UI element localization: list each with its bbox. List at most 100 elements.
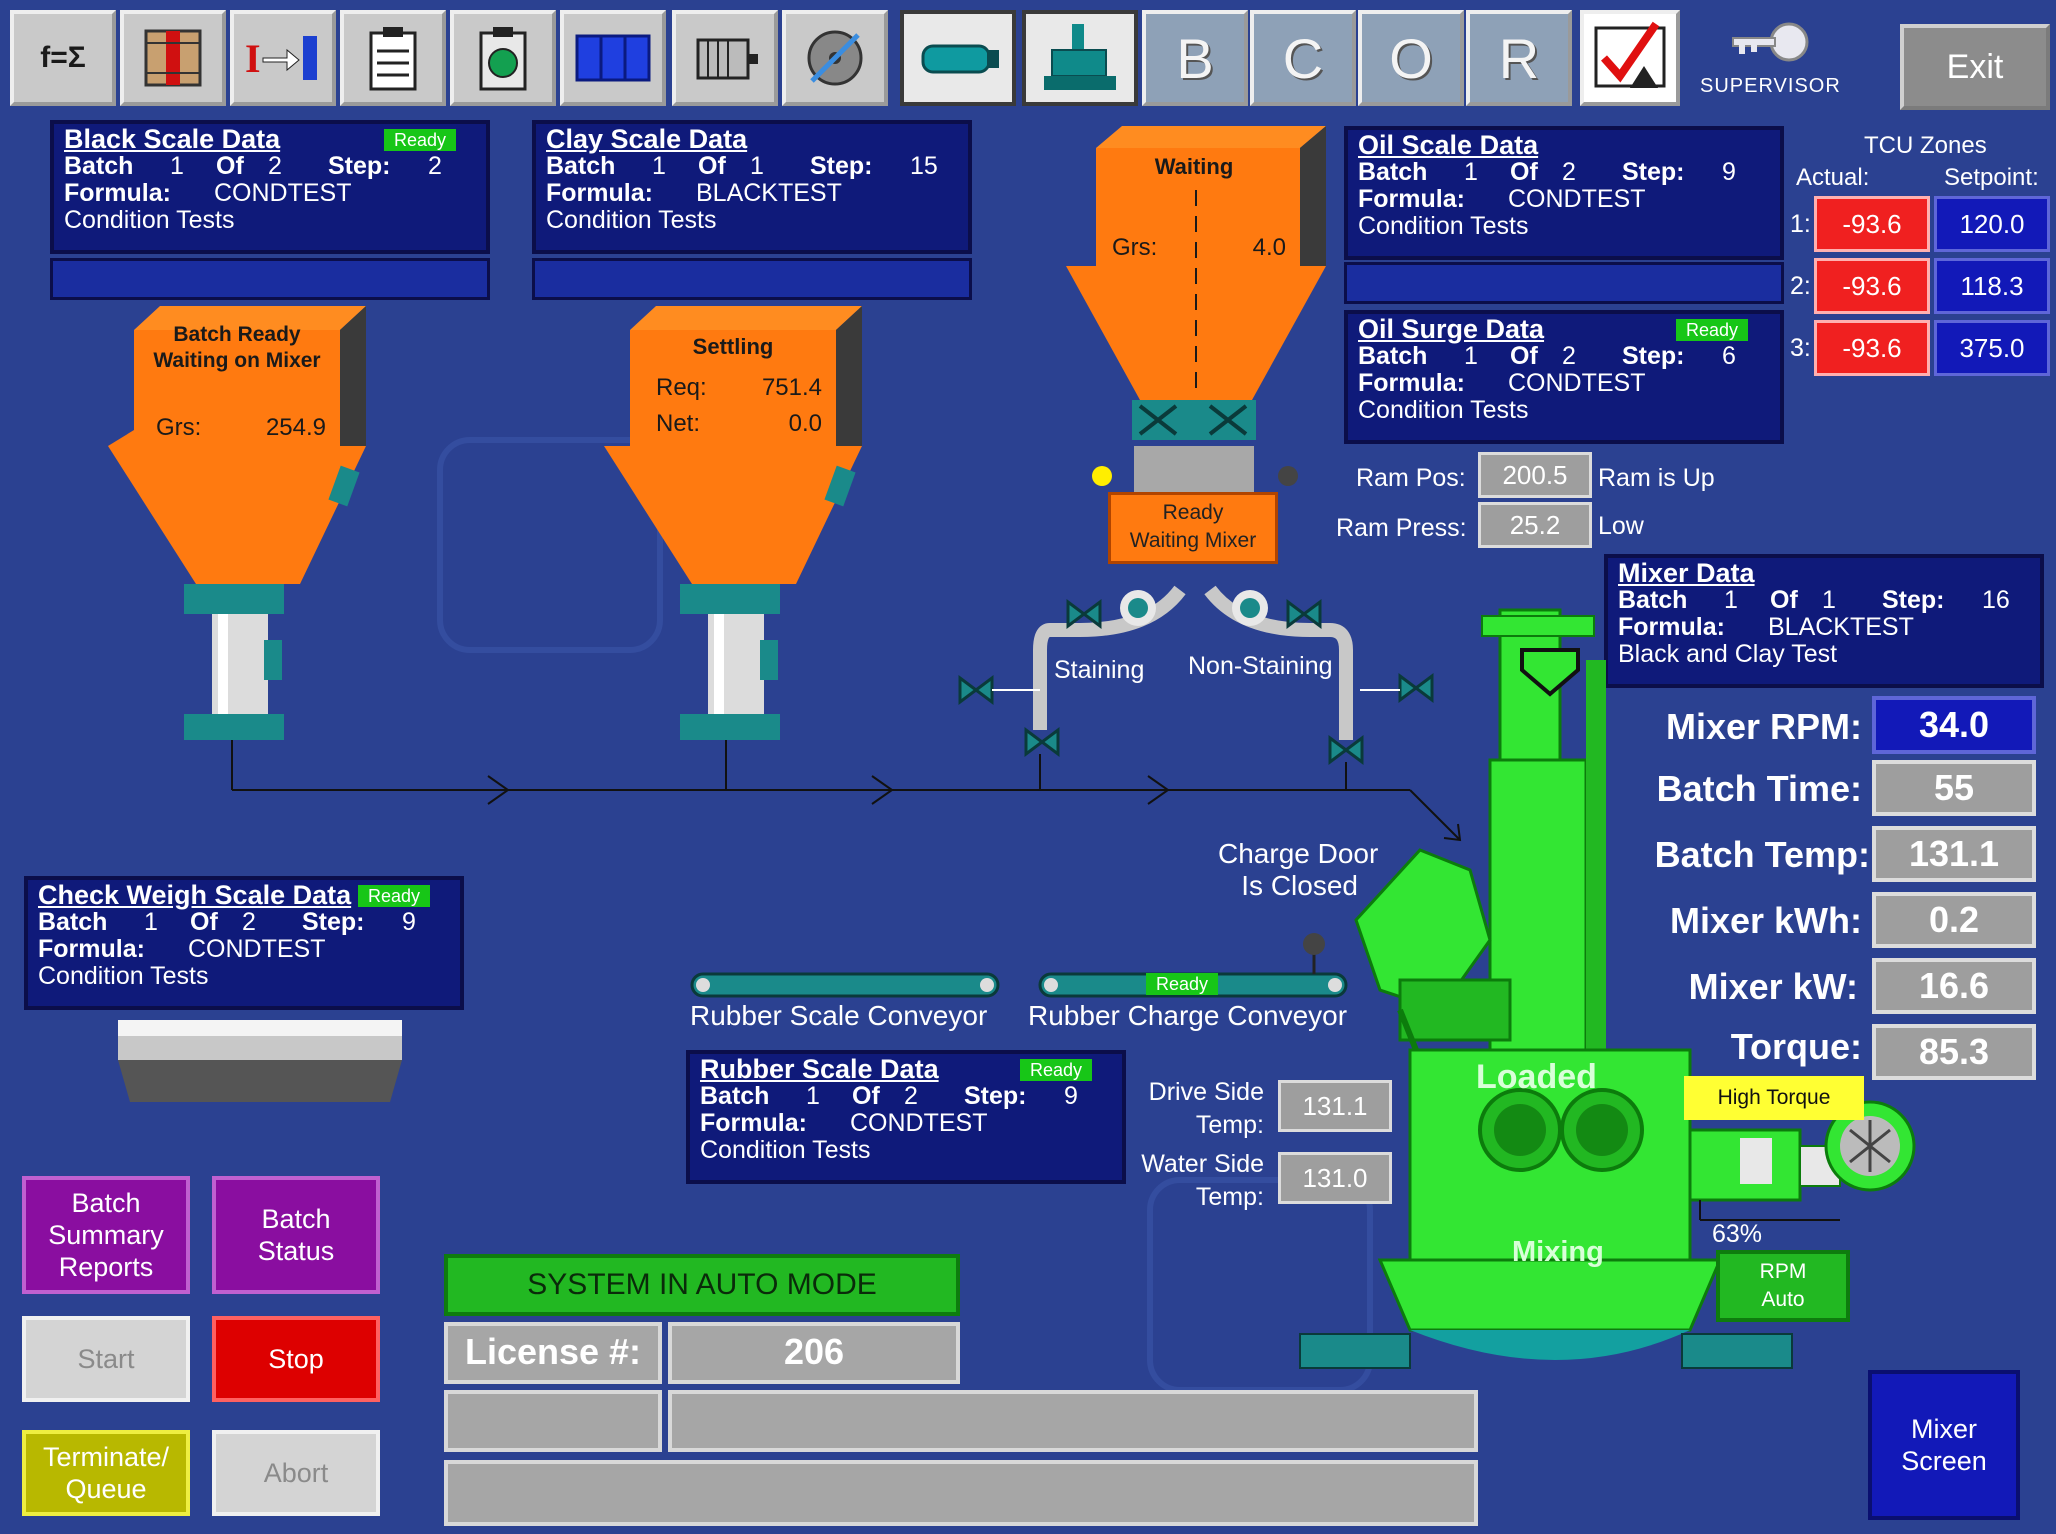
tcu-zone-3-label: 3: <box>1790 334 1811 362</box>
black-hopper-grs-label: Grs: <box>156 414 202 441</box>
panel-title: Black Scale Data <box>64 124 281 154</box>
abort-label: Abort <box>263 1458 329 1488</box>
toolbar-c-button[interactable]: C <box>1250 10 1356 106</box>
tcu-zone-3-setpoint[interactable]: 375.0 <box>1934 320 2050 376</box>
mixer-machine <box>1299 608 1916 1369</box>
formula-value: CONDTEST <box>214 179 352 207</box>
of-label: Of <box>1510 342 1538 370</box>
step-value: 9 <box>402 908 416 936</box>
oil-status-line1: Ready <box>1162 501 1224 524</box>
formula-label: Formula: <box>1358 185 1465 213</box>
batch-label: Batch <box>38 908 108 936</box>
start-label: Start <box>77 1344 135 1374</box>
batch-summary-reports-button[interactable]: Batch Summary Reports <box>22 1176 190 1294</box>
mixer-button[interactable] <box>1022 10 1138 106</box>
batch-label: Batch <box>64 152 134 180</box>
toolbar-o-button[interactable]: O <box>1358 10 1464 106</box>
valve-icons <box>958 599 1434 765</box>
non-staining-label: Non-Staining <box>1188 652 1333 680</box>
terminate-queue-button[interactable]: Terminate/ Queue <box>22 1430 190 1516</box>
scale-report-button[interactable] <box>450 10 556 106</box>
clay-hopper <box>604 306 862 740</box>
ram-pos-state: Ram is Up <box>1598 464 1715 492</box>
key-icon <box>1732 22 1809 62</box>
clipboard-button[interactable] <box>340 10 446 106</box>
toolbar: f=Σ I B C O R SUPERVISOR Exit <box>10 10 2050 114</box>
tcu-zone-1-setpoint[interactable]: 120.0 <box>1934 196 2050 252</box>
motor-button[interactable] <box>672 10 778 106</box>
mixer-loaded-label: Loaded <box>1476 1058 1597 1096</box>
rpm-auto-button[interactable]: RPM Auto <box>1716 1250 1850 1322</box>
batch-label: Batch <box>1618 586 1688 614</box>
hopper-status-line2: Waiting on Mixer <box>153 349 321 372</box>
black-hopper-status: Batch Ready Waiting on Mixer <box>134 322 340 374</box>
letter-c: C <box>1282 26 1324 90</box>
step-value: 2 <box>428 152 442 180</box>
formula-value: CONDTEST <box>1508 369 1646 397</box>
tcu-title: TCU Zones <box>1864 132 1987 159</box>
stop-button[interactable]: Stop <box>212 1316 380 1402</box>
license-label: License #: <box>444 1322 662 1384</box>
step-label: Step: <box>1882 586 1945 614</box>
batch-label: Batch <box>1358 158 1428 186</box>
black-hopper <box>108 306 366 740</box>
batch-value: 1 <box>1724 586 1738 614</box>
clay-hopper-req-label: Req: <box>656 374 707 401</box>
button-line3: Reports <box>58 1252 154 1282</box>
motor-icon <box>696 38 758 80</box>
of-label: Of <box>698 152 726 180</box>
of-label: Of <box>190 908 218 936</box>
panel-title: Clay Scale Data <box>546 124 748 154</box>
clay-hopper-net-label: Net: <box>656 410 701 437</box>
of-value: 1 <box>1822 586 1836 614</box>
button-line2: Summary <box>48 1220 164 1250</box>
check-weigh-scale <box>118 1020 402 1102</box>
formula-calc-button[interactable]: f=Σ <box>10 10 116 106</box>
letter-r: R <box>1498 26 1540 90</box>
checklist-button[interactable] <box>1580 10 1680 106</box>
of-label: Of <box>1770 586 1798 614</box>
step-label: Step: <box>302 908 365 936</box>
abort-button[interactable]: Abort <box>212 1430 380 1516</box>
motor-percent-label: 63% <box>1712 1220 1763 1248</box>
feed-line <box>231 740 1462 842</box>
saw-button[interactable] <box>782 10 888 106</box>
clay-hopper-net-value: 0.0 <box>788 410 822 437</box>
toolbar-r-button[interactable]: R <box>1466 10 1572 106</box>
mixer-rpm-value[interactable]: 34.0 <box>1872 696 2036 754</box>
ingredient-button[interactable] <box>120 10 226 106</box>
extruder-button[interactable] <box>900 10 1016 106</box>
torque-value: 85.3 <box>1872 1024 2036 1080</box>
exit-button[interactable]: Exit <box>1900 24 2050 110</box>
of-value: 2 <box>904 1082 918 1110</box>
torque-label: Torque: <box>1730 1026 1862 1067</box>
clay-scale-message-bar <box>532 258 972 300</box>
button-line1: Batch <box>71 1188 141 1218</box>
formula-label: Formula: <box>1618 613 1725 641</box>
formula-description: Condition Tests <box>700 1136 871 1164</box>
button-line2: Queue <box>65 1474 147 1504</box>
drive-side-line2: Temp: <box>1195 1111 1264 1139</box>
oil-hopper-status: Waiting <box>1154 154 1234 179</box>
of-label: Of <box>1510 158 1538 186</box>
batch-value: 1 <box>1464 342 1478 370</box>
bins-icon <box>575 34 651 82</box>
mixer-kwh-label: Mixer kWh: <box>1669 900 1862 941</box>
oil-hopper <box>1066 126 1326 510</box>
of-label: Of <box>216 152 244 180</box>
supervisor-button[interactable]: SUPERVISOR <box>1700 14 1840 110</box>
bins-button[interactable] <box>560 10 666 106</box>
panel-title: Check Weigh Scale Data <box>38 880 352 910</box>
status-badge: Ready <box>384 129 457 151</box>
toolbar-b-button[interactable]: B <box>1142 10 1248 106</box>
tcu-zone-2-setpoint[interactable]: 118.3 <box>1934 258 2050 314</box>
button-line1: Mixer <box>1911 1414 1977 1444</box>
batch-status-button[interactable]: Batch Status <box>212 1176 380 1294</box>
mixer-screen-button[interactable]: Mixer Screen <box>1868 1370 2020 1520</box>
import-button[interactable]: I <box>230 10 336 106</box>
formula-description: Black and Clay Test <box>1618 640 1838 668</box>
formula-description: Condition Tests <box>1358 212 1529 240</box>
start-button[interactable]: Start <box>22 1316 190 1402</box>
